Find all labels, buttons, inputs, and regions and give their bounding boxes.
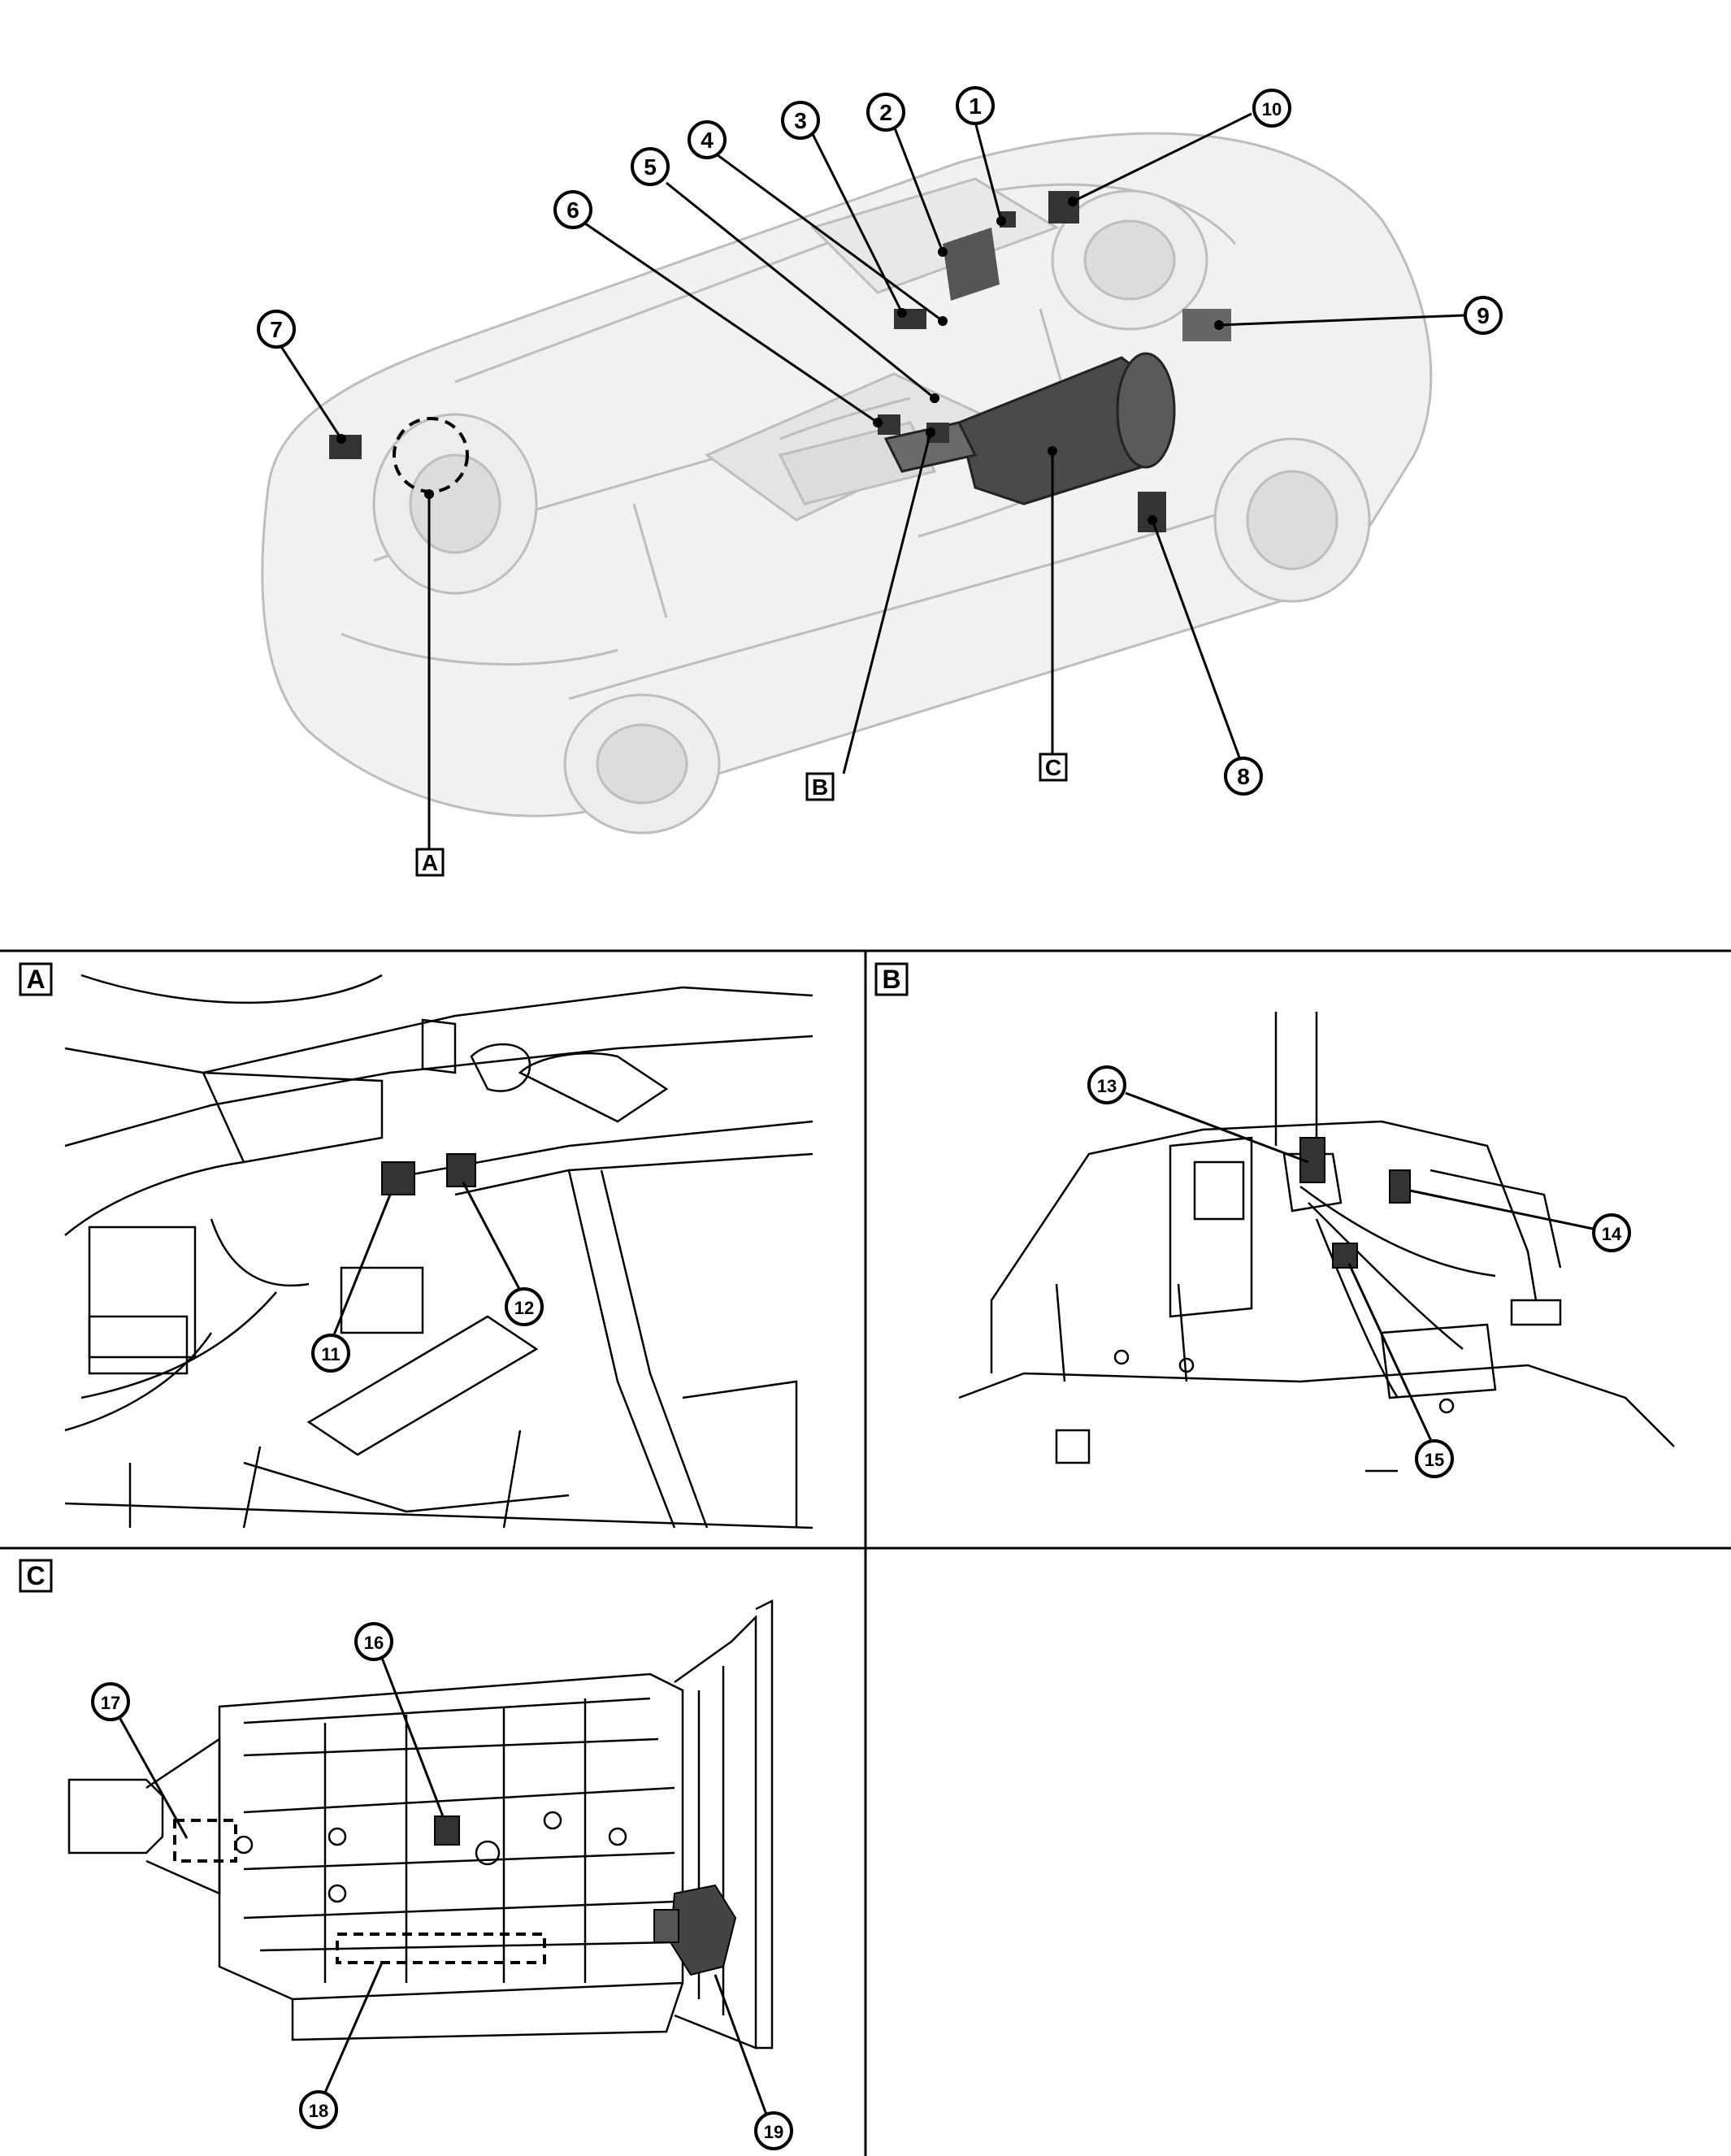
overview-leader-lines [279, 112, 1465, 849]
callout-5: 5 [631, 147, 670, 186]
panel-c-leaders [119, 1657, 768, 2115]
vehicle-overview: 1 2 3 4 5 6 7 8 [257, 86, 1503, 877]
svg-text:7: 7 [270, 317, 283, 342]
svg-text:A: A [26, 965, 45, 994]
svg-text:A: A [422, 850, 438, 875]
svg-text:10: 10 [1262, 99, 1282, 119]
svg-text:B: B [812, 774, 828, 800]
panel-a-connectors [381, 1153, 476, 1195]
panel-b-leaders [1125, 1091, 1594, 1443]
view-label-b: B [805, 772, 835, 801]
svg-text:4: 4 [701, 128, 714, 153]
svg-text:19: 19 [764, 2122, 783, 2142]
svg-text:18: 18 [309, 2101, 328, 2121]
panel-b-label: B [874, 962, 909, 996]
svg-text:15: 15 [1425, 1450, 1444, 1470]
panel-b-drawing [958, 1012, 1675, 1473]
svg-text:1: 1 [969, 93, 982, 119]
callout-9: 9 [1464, 296, 1503, 335]
panel-a-drawing [64, 974, 813, 1529]
callout-8: 8 [1224, 757, 1263, 796]
svg-text:8: 8 [1237, 764, 1250, 789]
panel-c-transmission [67, 1599, 774, 2050]
panel-a-leaders [332, 1182, 522, 1338]
panel-b: B [874, 962, 1675, 1478]
callout-11: 11 [311, 1334, 350, 1373]
callout-12: 12 [505, 1287, 544, 1326]
empty-panel-d [868, 1551, 1729, 2152]
callout-14: 14 [1592, 1213, 1631, 1252]
view-label-a: A [415, 848, 445, 877]
panel-c: C [19, 1559, 793, 2150]
callout-19: 19 [754, 2111, 793, 2150]
callout-18: 18 [299, 2090, 338, 2129]
panel-a: A [19, 962, 813, 1529]
callout-1: 1 [956, 86, 995, 125]
view-label-c: C [1039, 753, 1068, 782]
panel-c-dashed-areas [173, 1819, 546, 1964]
svg-text:16: 16 [364, 1633, 384, 1653]
overview-leader-dots [336, 197, 1224, 525]
transmission-drivetrain [883, 352, 1176, 505]
svg-text:14: 14 [1602, 1224, 1622, 1244]
panel-grid-lines [0, 949, 1731, 2156]
svg-text:3: 3 [794, 108, 807, 133]
callout-10: 10 [1252, 89, 1291, 128]
callout-4: 4 [688, 120, 727, 159]
callout-16: 16 [354, 1622, 393, 1661]
panel-b-connectors [1299, 1137, 1411, 1269]
svg-text:13: 13 [1097, 1076, 1117, 1096]
callout-3: 3 [781, 101, 820, 140]
callout-6: 6 [553, 190, 592, 229]
callout-7: 7 [257, 310, 296, 349]
panel-a-label: A [19, 962, 53, 996]
svg-text:6: 6 [566, 197, 579, 223]
panel-c-parts [434, 1815, 737, 1976]
callout-17: 17 [91, 1682, 130, 1721]
svg-text:C: C [26, 1561, 45, 1590]
callout-13: 13 [1087, 1065, 1126, 1104]
svg-text:17: 17 [101, 1693, 120, 1713]
svg-text:11: 11 [321, 1344, 340, 1364]
callout-15: 15 [1415, 1439, 1454, 1478]
svg-text:C: C [1045, 755, 1061, 780]
svg-text:9: 9 [1477, 303, 1490, 328]
svg-text:2: 2 [879, 100, 892, 125]
callout-2: 2 [866, 93, 905, 132]
wheels [372, 189, 1371, 835]
svg-text:5: 5 [644, 154, 657, 180]
panel-c-label: C [19, 1559, 53, 1593]
svg-text:B: B [882, 965, 900, 994]
svg-text:12: 12 [514, 1298, 534, 1318]
